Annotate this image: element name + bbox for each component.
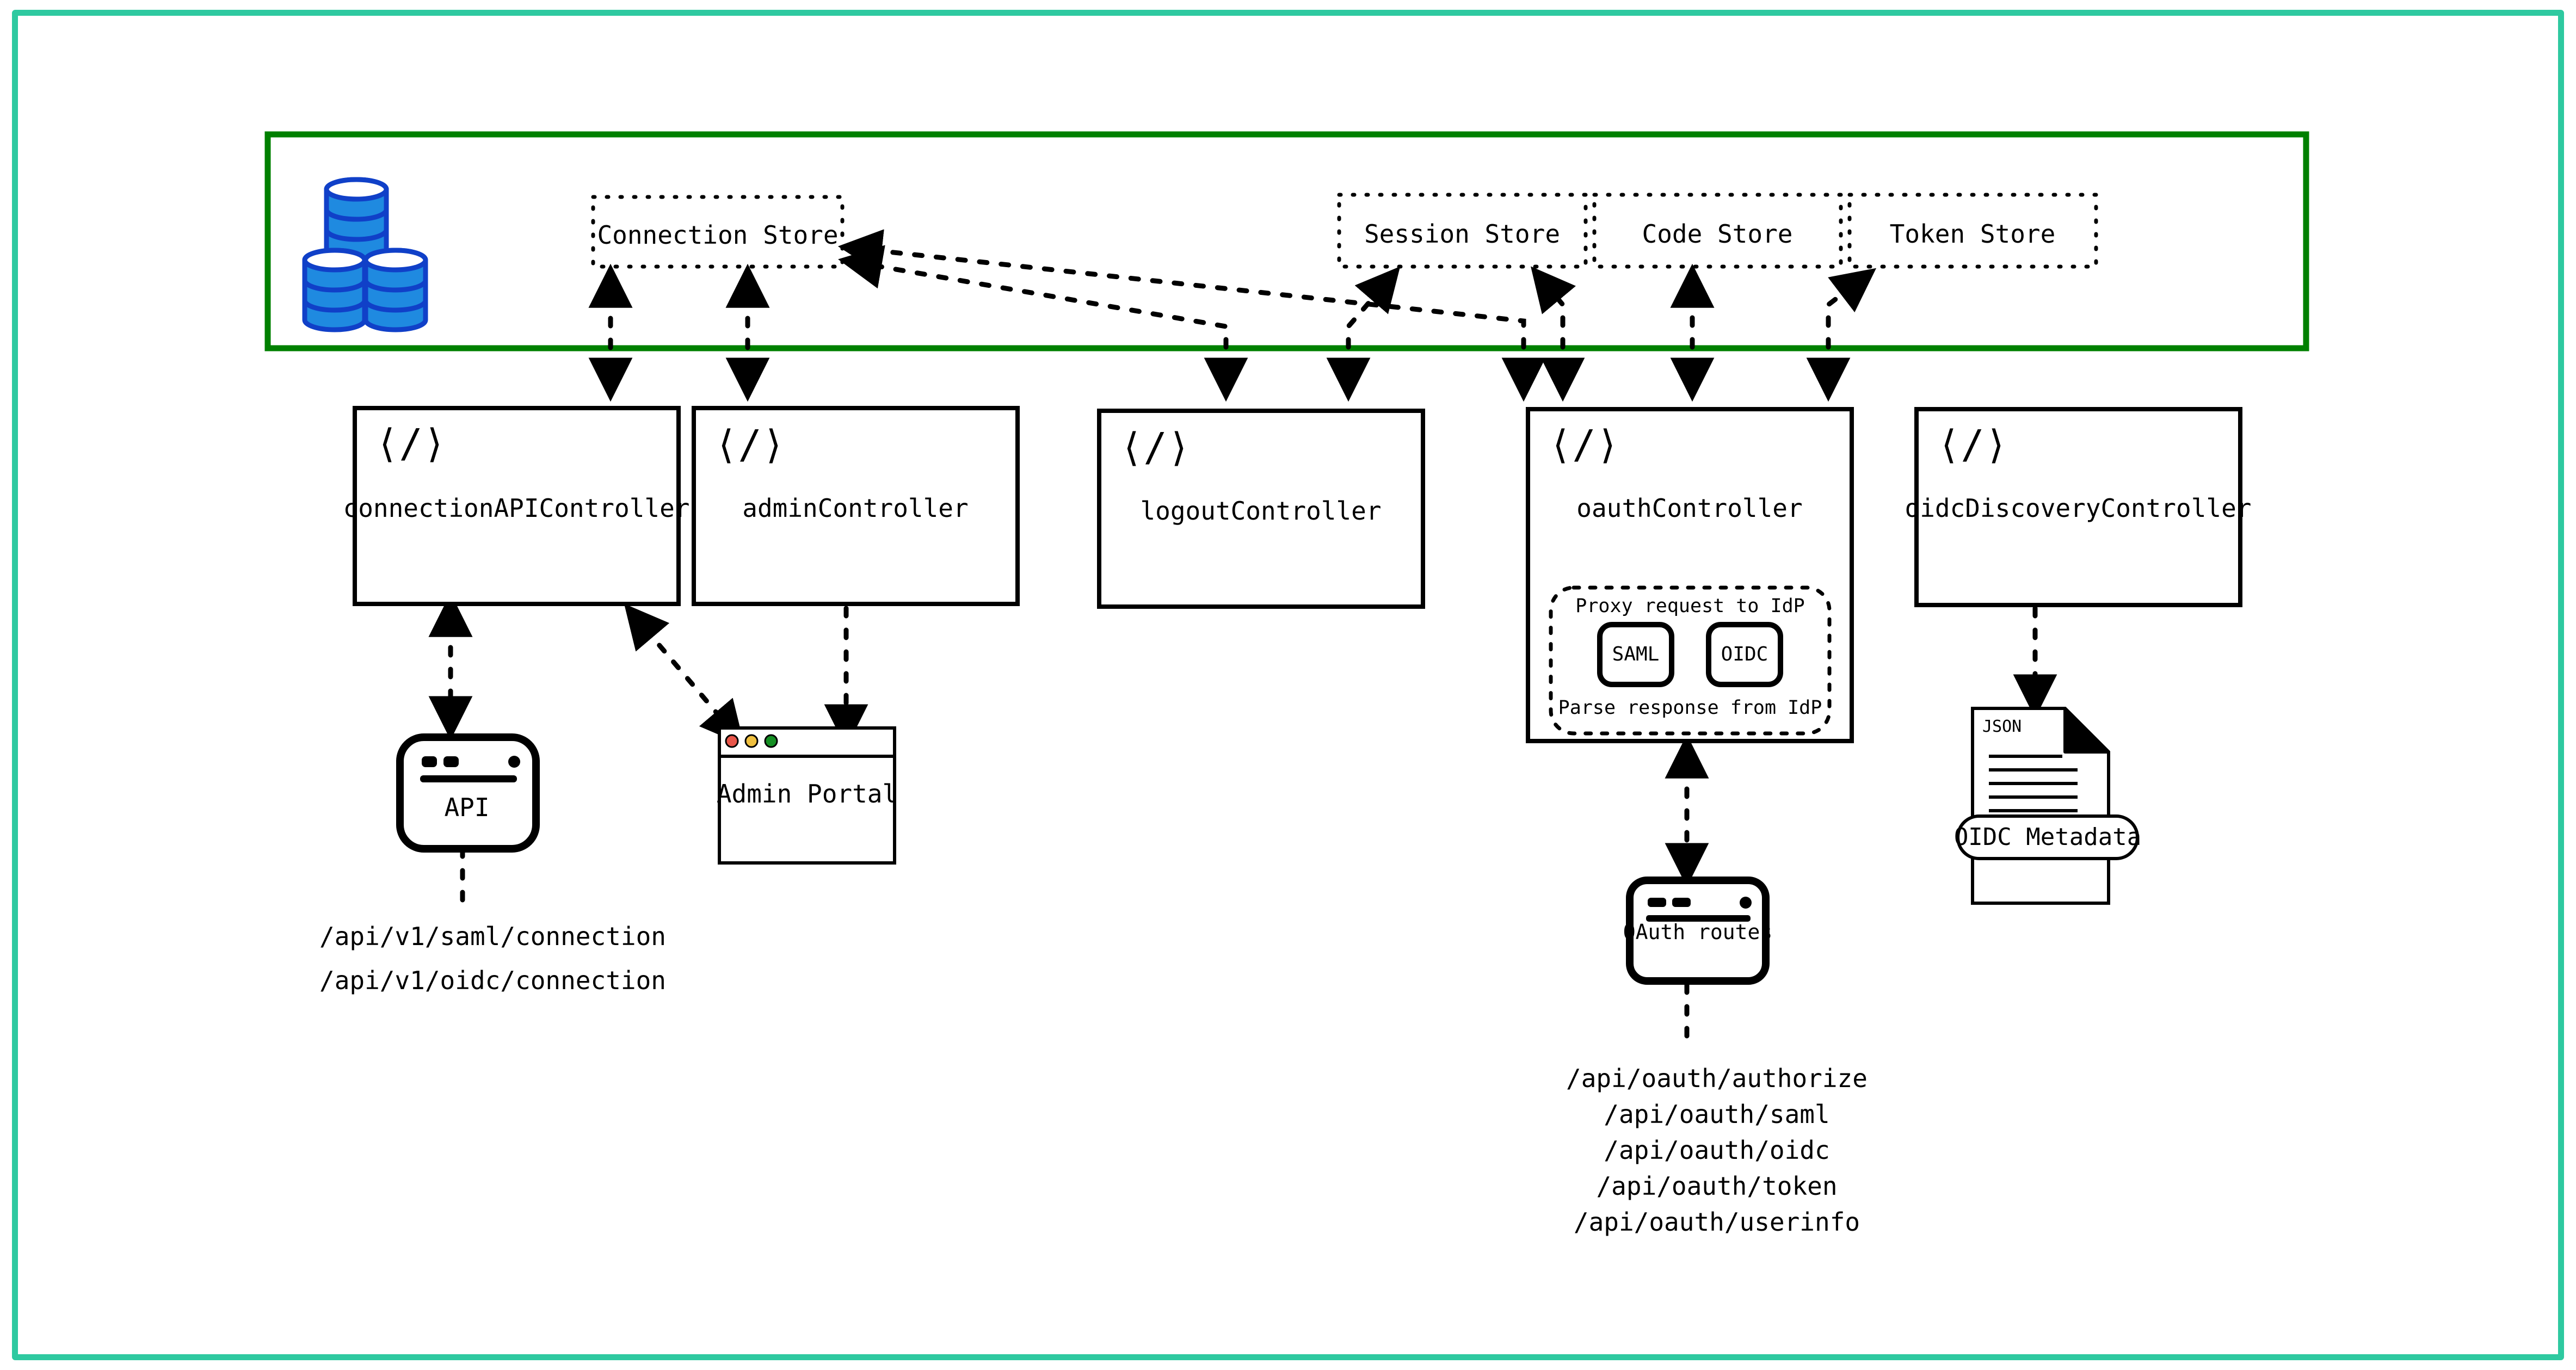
node-label: Admin Portal (717, 779, 897, 809)
idp-button-label: OIDC (1721, 643, 1768, 665)
code-icon: ⟨/⟩ (1549, 422, 1619, 467)
endpoint-oauth-4: /api/oauth/userinfo (1574, 1207, 1860, 1237)
store-box-connection[interactable] (591, 195, 845, 269)
edge-oauth-sessionstore (1531, 266, 1585, 402)
controller-admin[interactable]: ⟨/⟩ adminController (692, 406, 1020, 606)
window-dot-red (725, 734, 739, 748)
window-dot-yellow (744, 734, 759, 748)
endpoint-oauth-0: /api/oauth/authorize (1566, 1064, 1868, 1093)
endpoint-connapi-0: /api/v1/saml/connection (319, 922, 666, 951)
controller-oidcdiscovery[interactable]: ⟨/⟩ oidcDiscoveryController (1905, 407, 2252, 607)
node-api[interactable]: API (396, 733, 540, 853)
store-label-code: Code Store (1642, 219, 1793, 249)
code-icon: ⟨/⟩ (1937, 422, 2008, 467)
database-stack-icon (302, 177, 428, 332)
json-document-icon: JSON (1971, 707, 2110, 905)
controller-connectionapi[interactable]: ⟨/⟩ connectionAPIController (343, 406, 690, 606)
endpoint-oauth-3: /api/oauth/token (1596, 1171, 1837, 1201)
edge-logout-sessionstore (1326, 266, 1401, 402)
endpoint-oauth-1: /api/oauth/saml (1604, 1100, 1829, 1129)
controller-logout[interactable]: ⟨/⟩ logoutController (1097, 409, 1425, 609)
edge-oauth-tokenstore (1806, 268, 1877, 402)
store-label-connection: Connection Store (597, 220, 838, 250)
controller-label: oauthController (1576, 493, 1802, 523)
node-oidc-metadata[interactable]: JSON OIDC Metadata (1954, 707, 2141, 905)
node-label: OIDC Metadata (1954, 823, 2141, 851)
oauth-parse-label: Parse response from IdP (1558, 697, 1822, 719)
controller-label: logoutController (1140, 496, 1381, 526)
oauth-proxy-label: Proxy request to IdP (1575, 595, 1804, 617)
endpoint-oauth-2: /api/oauth/oidc (1604, 1136, 1829, 1165)
idp-button-oidc[interactable]: OIDC (1706, 622, 1783, 687)
edge-oauth-connectionstore (837, 229, 1546, 402)
code-icon: ⟨/⟩ (1120, 424, 1191, 470)
controller-label: connectionAPIController (343, 493, 690, 523)
window-dot-green (764, 734, 778, 748)
controller-label: oidcDiscoveryController (1905, 493, 2252, 523)
node-label: API (444, 793, 489, 822)
endpoint-connapi-1: /api/v1/oidc/connection (319, 966, 666, 995)
connector-group (428, 229, 2057, 1053)
doc-tag-label: JSON (1982, 717, 2022, 736)
idp-button-saml[interactable]: SAML (1597, 622, 1674, 687)
code-icon: ⟨/⟩ (714, 422, 785, 467)
node-label: OAuth routes (1623, 920, 1773, 944)
edge-connapi-adminportal (624, 603, 745, 746)
node-admin-portal[interactable]: Admin Portal (717, 726, 897, 865)
store-box-token[interactable] (1847, 193, 2098, 269)
outer-frame (12, 10, 2564, 1360)
node-oauth-routes[interactable]: OAuth routes (1623, 877, 1773, 985)
store-label-token: Token Store (1890, 219, 2056, 249)
controller-oauth[interactable]: ⟨/⟩ oauthController Proxy request to IdP… (1526, 407, 1854, 743)
store-label-session: Session Store (1364, 219, 1560, 249)
controller-label: adminController (742, 493, 968, 523)
code-icon: ⟨/⟩ (375, 421, 446, 466)
idp-button-label: SAML (1612, 643, 1660, 665)
store-box-code[interactable] (1592, 193, 1843, 269)
